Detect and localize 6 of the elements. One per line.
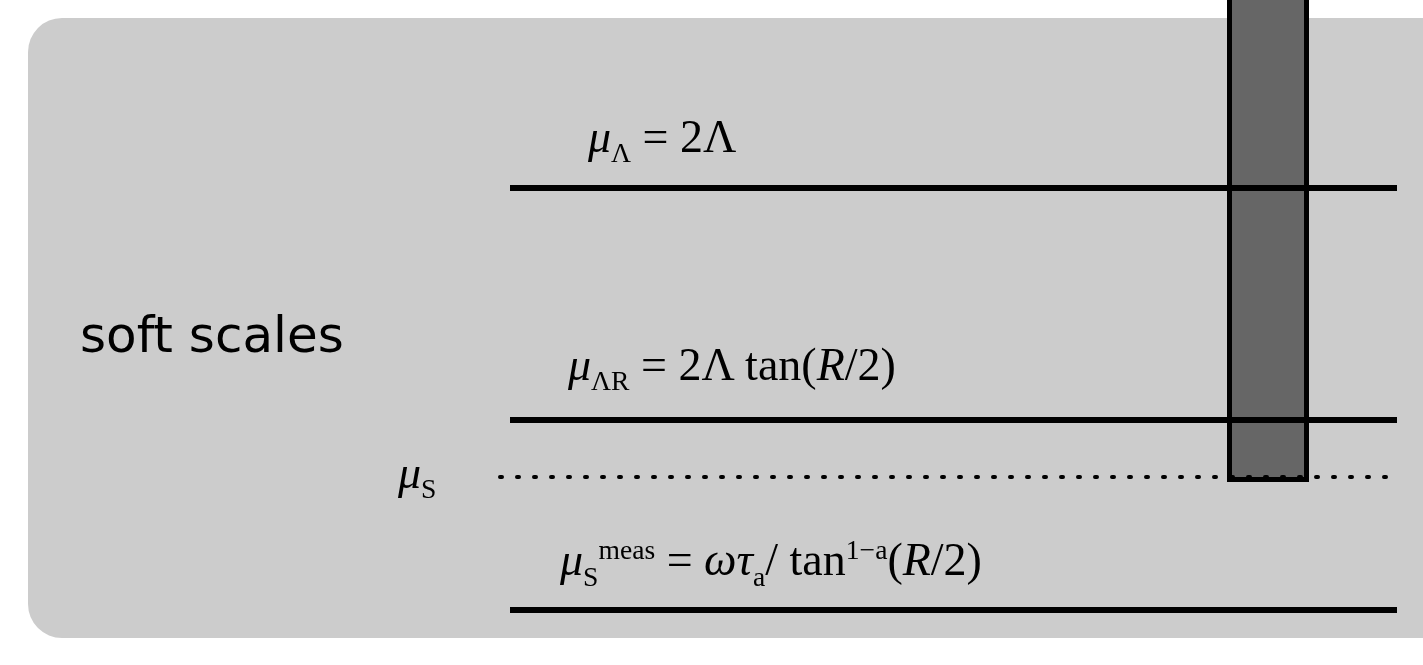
panel-title: soft scales [80, 306, 344, 364]
background-panel [28, 18, 1423, 638]
scale-formula: μ$_{ΛR}$ = 2Λ tan(R/2) [568, 340, 896, 397]
scale-symbol: μ$_{S}$ [398, 448, 437, 505]
scale-formula: μ$_{S}$$^{meas}$ = ωτ$_{a}$/ tan$^{1−a}$(R/2) [560, 535, 982, 592]
scale-formula: μ$_{Λ}$ = 2Λ [588, 112, 737, 169]
